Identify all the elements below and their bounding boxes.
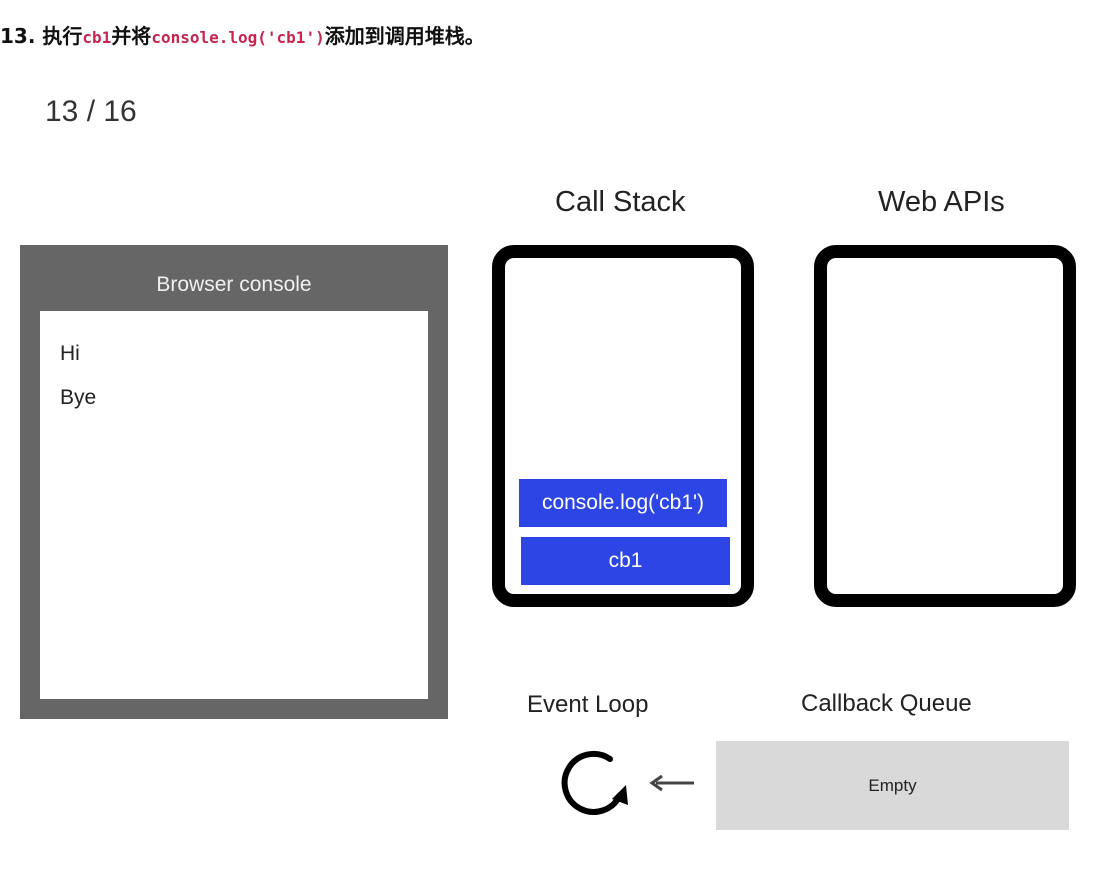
circular-arrow-icon xyxy=(561,750,628,815)
stack-frame-cb1: cb1 xyxy=(521,537,730,585)
browser-console-output: Hi Bye xyxy=(40,311,428,699)
heading-code-console-log: console.log('cb1') xyxy=(151,28,325,47)
heading-mid: 并将 xyxy=(111,24,152,48)
heading-code-cb1: cb1 xyxy=(82,28,112,47)
stack-frame-console-log: console.log('cb1') xyxy=(519,479,727,527)
slide-counter: 13 / 16 xyxy=(45,95,137,128)
web-apis-label: Web APIs xyxy=(878,186,1005,218)
call-stack-label: Call Stack xyxy=(555,186,686,218)
web-apis-box xyxy=(814,245,1076,607)
console-output-line: Hi xyxy=(60,342,80,365)
console-output-line: Bye xyxy=(60,386,97,409)
browser-console: Browser console Hi Bye xyxy=(20,245,448,719)
step-heading: 13. 执行cb1并将console.log('cb1')添加到调用堆栈。 xyxy=(0,20,485,54)
callback-queue-status: Empty xyxy=(868,776,917,795)
browser-console-title: Browser console xyxy=(156,273,312,296)
heading-prefix: 13. 执行 xyxy=(0,24,83,48)
callback-queue: Empty xyxy=(716,741,1069,830)
event-loop-label: Event Loop xyxy=(527,691,649,718)
heading-suffix: 添加到调用堆栈。 xyxy=(324,24,485,48)
arrow-left-icon xyxy=(649,774,694,792)
callback-queue-label: Callback Queue xyxy=(801,690,972,717)
